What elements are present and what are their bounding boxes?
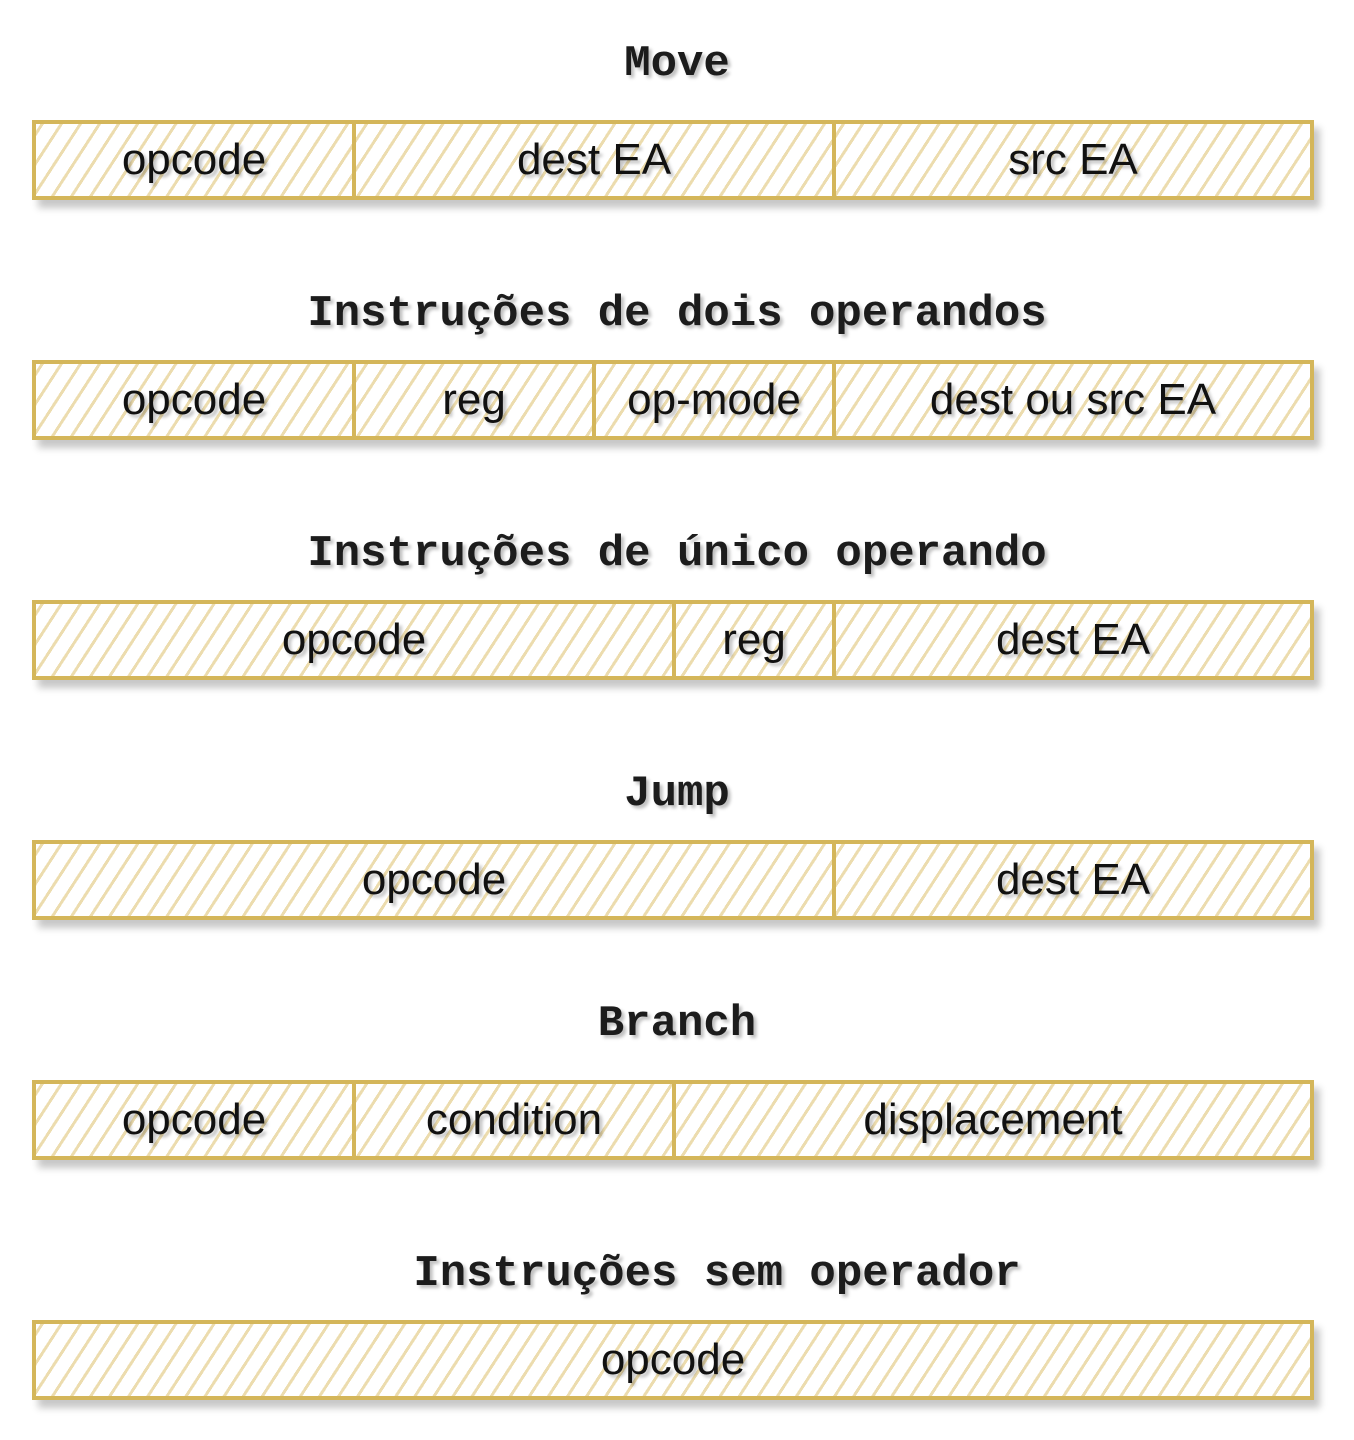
field-reg: reg	[676, 604, 836, 676]
format-bar-branch: opcode condition displacement	[32, 1080, 1314, 1160]
field-opcode: opcode	[36, 124, 356, 196]
format-title-branch: Branch	[597, 999, 757, 1049]
field-opcode: opcode	[36, 604, 676, 676]
field-opcode: opcode	[36, 844, 836, 916]
format-bar-no-operand: opcode	[32, 1320, 1314, 1400]
field-dest-or-src-ea: dest ou src EA	[929, 375, 1217, 424]
field-opcode: opcode	[36, 1084, 356, 1156]
field-src-ea: src EA	[1008, 135, 1138, 184]
format-bar-two-operands: opcode reg op-mode dest ou src EA	[32, 360, 1314, 440]
field-dest-ea: dest EA	[995, 615, 1151, 664]
field-displacement: displacement	[863, 1095, 1123, 1144]
field-opcode: opcode	[600, 1335, 746, 1384]
field-reg: reg	[356, 364, 596, 436]
field-dest-ea: dest EA	[995, 855, 1151, 904]
field-condition: condition	[356, 1084, 676, 1156]
format-title-jump: Jump	[624, 769, 730, 819]
format-title-two-operands: Instruções de dois operandos	[307, 289, 1047, 339]
format-bar-jump: opcode dest EA	[32, 840, 1314, 920]
format-title-move: Move	[624, 39, 730, 89]
field-op-mode: op-mode	[596, 364, 836, 436]
format-title-single-operand: Instruções de único operando	[307, 529, 1047, 579]
field-opcode: opcode	[36, 364, 356, 436]
field-dest-ea: dest EA	[356, 124, 836, 196]
format-title-no-operand: Instruções sem operador	[413, 1249, 1021, 1299]
format-bar-move: opcode dest EA src EA	[32, 120, 1314, 200]
format-bar-single-operand: opcode reg dest EA	[32, 600, 1314, 680]
